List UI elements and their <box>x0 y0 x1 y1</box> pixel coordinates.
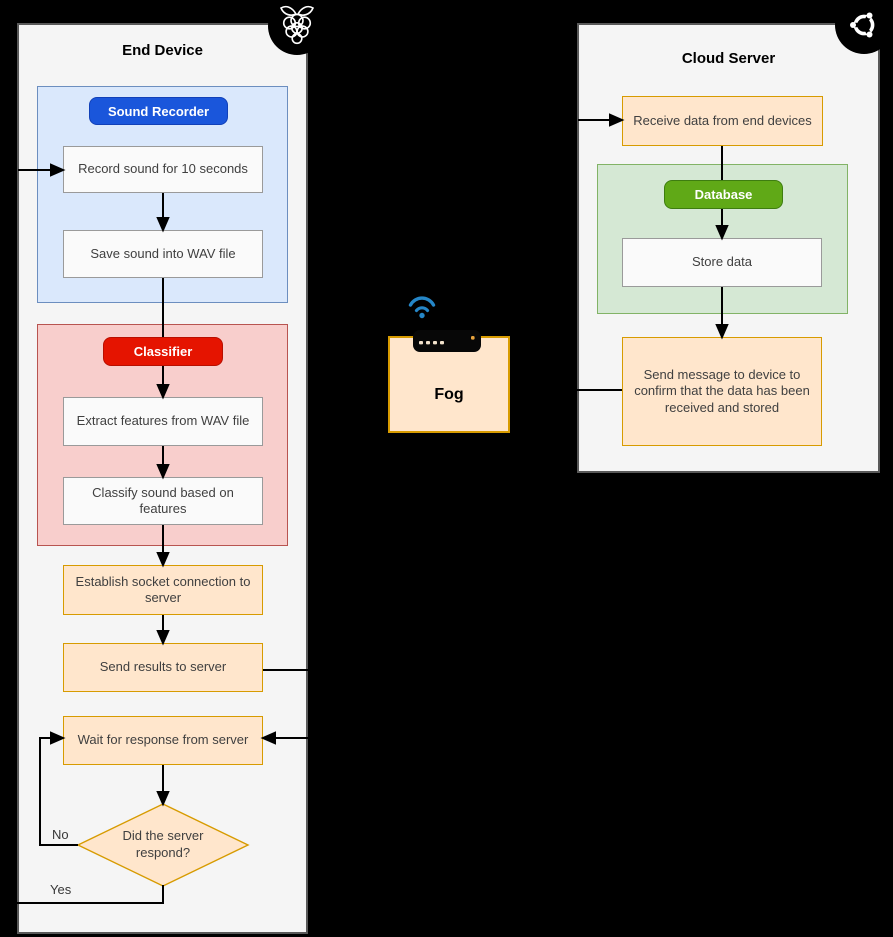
node-send-confirmation: Send message to device to confirm that t… <box>622 337 822 446</box>
edge-label-yes: Yes <box>50 882 72 897</box>
fog-title: Fog <box>434 385 464 403</box>
node-save-wav: Save sound into WAV file <box>63 230 263 278</box>
node-record-sound: Record sound for 10 seconds <box>63 146 263 193</box>
node-establish-socket: Establish socket connection to server <box>63 565 263 615</box>
sound-recorder-label: Sound Recorder <box>89 97 228 125</box>
end-device-title: End Device <box>122 42 203 59</box>
raspberry-pi-glyph <box>279 5 315 45</box>
ubuntu-icon <box>835 0 893 54</box>
router-body-icon <box>413 330 481 352</box>
node-wait-response: Wait for response from server <box>63 716 263 765</box>
raspberry-pi-icon <box>268 0 326 55</box>
decision-text: Did the server respond? <box>122 828 204 860</box>
database-label: Database <box>664 180 783 209</box>
node-classify-sound: Classify sound based on features <box>63 477 263 525</box>
node-store-data: Store data <box>622 238 822 287</box>
cloud-server-title: Cloud Server <box>681 50 776 67</box>
fog-node: Fog <box>388 336 510 433</box>
node-send-results: Send results to server <box>63 643 263 692</box>
wifi-icon <box>408 296 436 319</box>
node-extract-features: Extract features from WAV file <box>63 397 263 446</box>
classifier-label: Classifier <box>103 337 223 366</box>
wifi-router-icon <box>400 290 500 361</box>
edge-label-no: No <box>52 827 69 842</box>
node-receive-data: Receive data from end devices <box>622 96 823 146</box>
ubuntu-glyph <box>850 11 875 39</box>
